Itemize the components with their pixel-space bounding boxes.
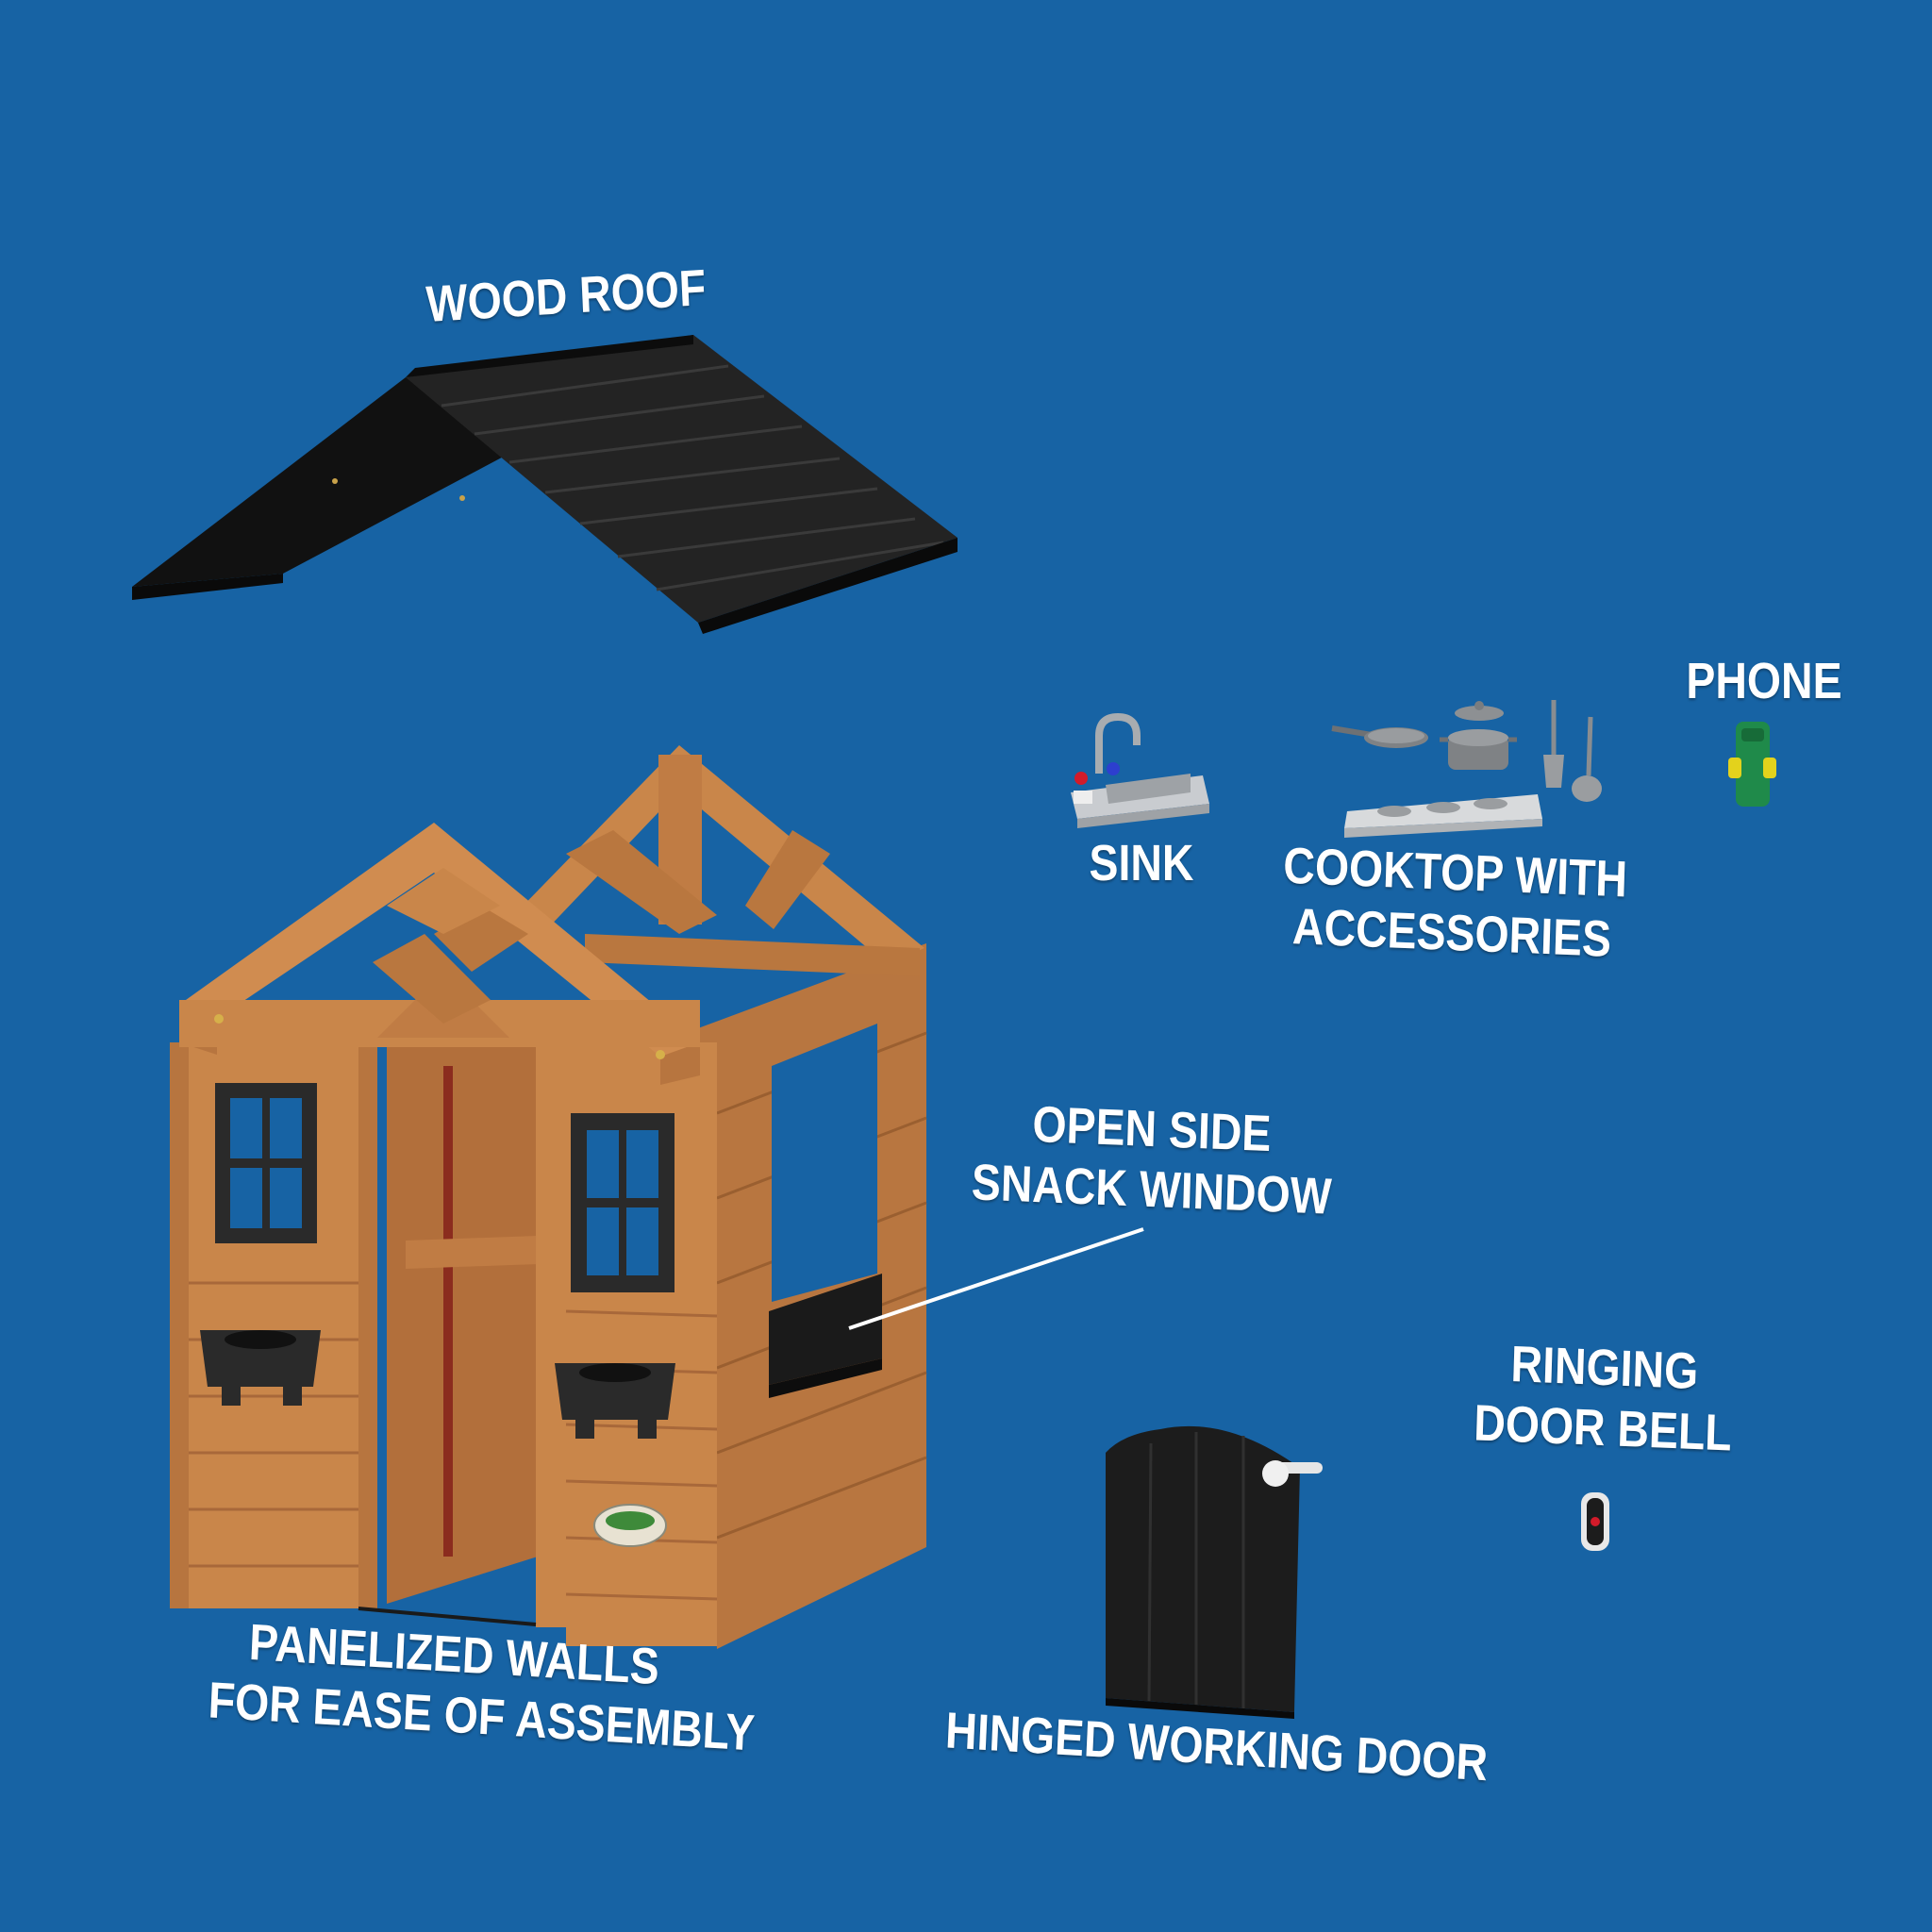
snack-window-leader-line xyxy=(848,1227,1144,1330)
phone-icon xyxy=(1728,722,1776,807)
door-bell-label: RINGING DOOR BELL xyxy=(1473,1332,1736,1463)
door-bell-label-line-1: RINGING xyxy=(1509,1336,1700,1401)
door-icon xyxy=(1106,1425,1323,1719)
roof-panel-icon xyxy=(132,335,958,634)
door-bell-label-line-2: DOOR BELL xyxy=(1473,1394,1733,1462)
sink-label: SINK xyxy=(1069,833,1215,893)
phone-label: PHONE xyxy=(1674,651,1853,711)
snack-window-label: OPEN SIDE SNACK WINDOW xyxy=(971,1091,1332,1226)
cooktop-icon xyxy=(1331,700,1602,838)
phone-label-text: PHONE xyxy=(1686,653,1842,709)
sink-label-text: SINK xyxy=(1089,835,1194,891)
cooktop-label: COOKTOP WITH ACCESSORIES xyxy=(1281,836,1628,971)
sink-icon xyxy=(1071,712,1209,828)
doorbell-icon xyxy=(1581,1492,1609,1551)
playhouse-icon xyxy=(170,745,927,1649)
